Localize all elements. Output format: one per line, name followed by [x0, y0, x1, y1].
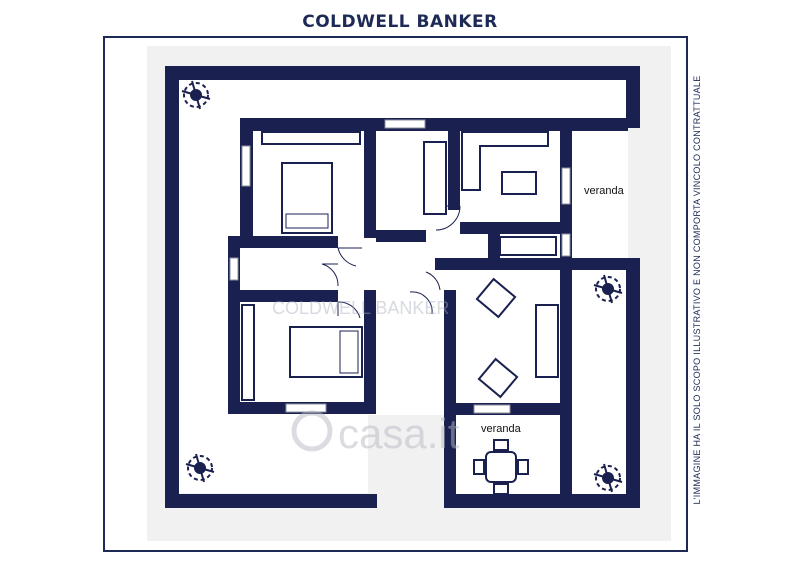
window-kitchen: [561, 167, 571, 205]
brand-title: COLDWELL BANKER: [302, 12, 498, 32]
door-hall: [321, 263, 339, 287]
chair-s: [493, 483, 509, 495]
window-bedroom2: [285, 403, 327, 413]
plants: [181, 80, 623, 493]
window-bedroom1: [241, 145, 251, 187]
window-hall: [229, 257, 239, 281]
door-entry: [409, 291, 433, 315]
veranda-south-label: veranda: [481, 423, 522, 435]
doors: [321, 205, 461, 319]
watermark-site: casa.it: [338, 410, 460, 457]
window-living: [473, 404, 511, 414]
window-north: [384, 119, 426, 129]
door-bedroom1: [337, 247, 362, 267]
chair-n: [493, 439, 509, 451]
pillows-bedroom2: [339, 330, 359, 374]
plan-frame: [103, 36, 688, 552]
cooktop-sink: [499, 236, 557, 256]
watermark-site-logo: casa.it: [291, 410, 460, 457]
pillows-bedroom1: [285, 213, 329, 229]
bathtub: [423, 141, 447, 215]
door-bedroom2: [337, 301, 361, 319]
chair-e: [517, 459, 529, 475]
sofa: [535, 304, 559, 378]
door-living: [425, 271, 441, 291]
plant-icon-e: [593, 274, 623, 304]
watermark-brand: COLDWELL BANKER: [272, 298, 449, 318]
kitchen-counter: [461, 131, 549, 191]
wardrobe-bedroom2: [241, 304, 255, 401]
plant-icon-nw: [181, 80, 211, 110]
veranda-table: [485, 451, 517, 483]
windows: [229, 119, 571, 414]
window-kitchen-lower: [561, 233, 571, 257]
plant-icon-sw: [185, 453, 215, 483]
kitchen-table: [501, 171, 537, 195]
armchair-south: [477, 357, 519, 399]
armchair-north: [475, 277, 517, 319]
wardrobe-bedroom1: [261, 131, 361, 145]
chair-w: [473, 459, 485, 475]
plant-icon-se: [593, 463, 623, 493]
furniture: [241, 131, 559, 495]
veranda-east-label: veranda: [584, 185, 625, 197]
